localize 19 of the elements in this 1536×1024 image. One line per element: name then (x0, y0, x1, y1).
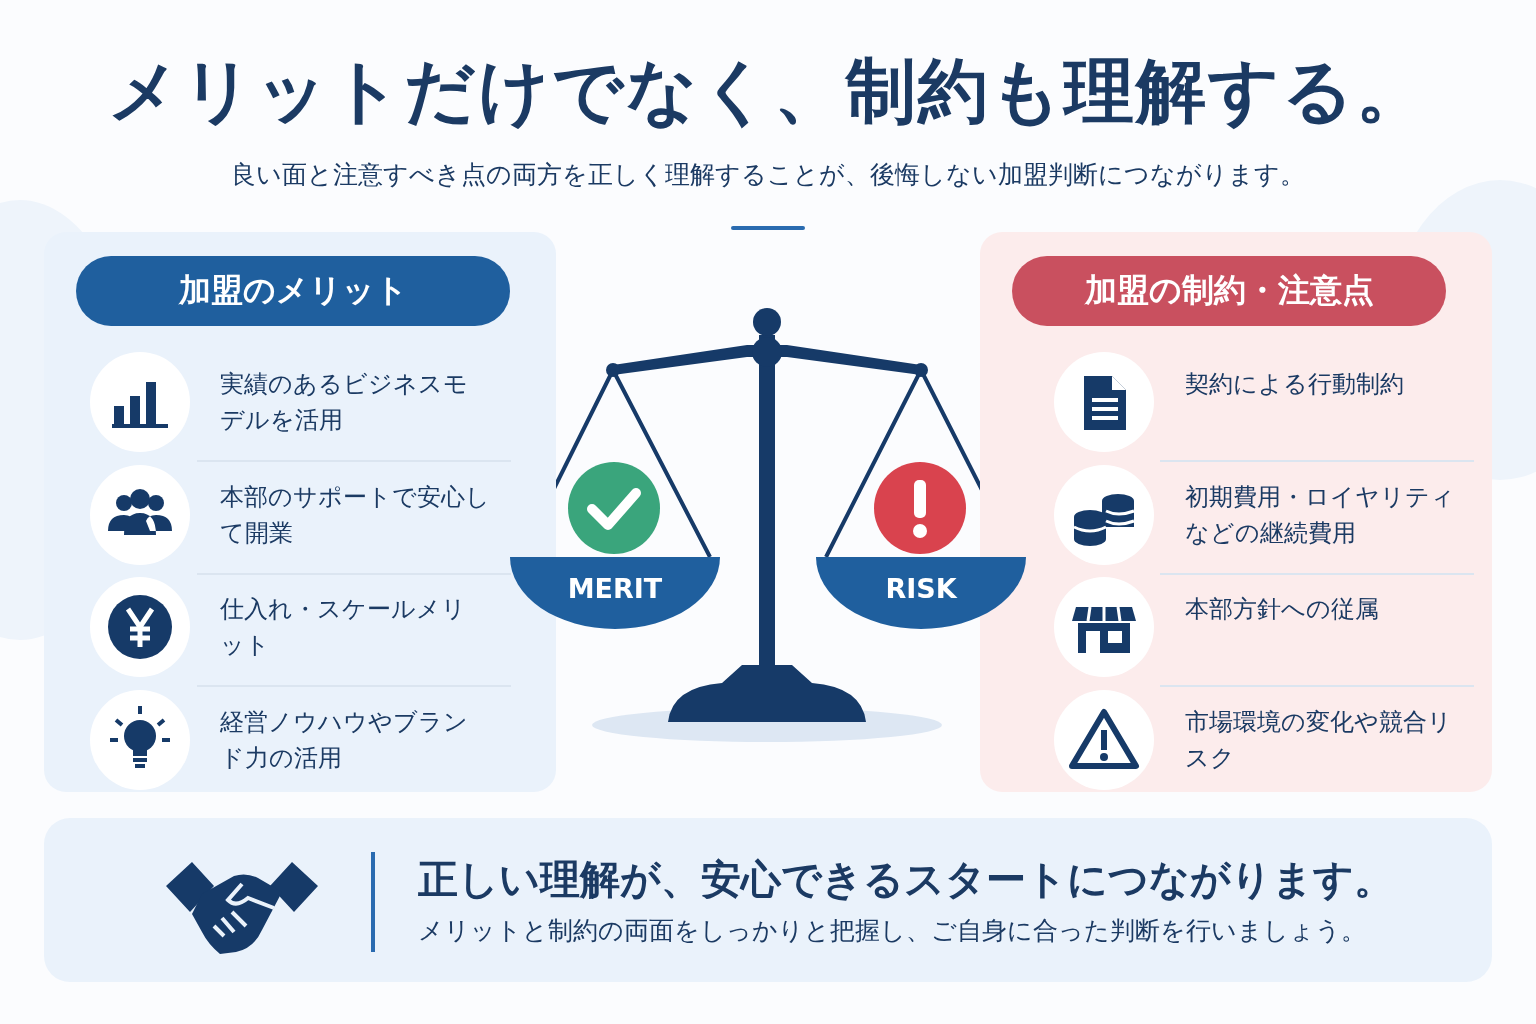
item-text: 市場環境の変化や競合リスク (1185, 707, 1453, 774)
item-text: 本部方針への従属 (1185, 594, 1380, 625)
title: メリットだけでなく、制約も理解する。 (107, 49, 1429, 134)
constraint-panel (980, 232, 1492, 792)
item-text: 契約による行動制約 (1185, 369, 1405, 400)
pan-label: RISK (884, 573, 958, 604)
section-heading: 加盟のメリット (76, 256, 510, 326)
item-text: 初期費用・ロイヤリティなどの継続費用 (1185, 482, 1456, 549)
item-text: 本部のサポートで安心して開業 (220, 482, 490, 549)
banner-heading: 正しい理解が、安心できるスタートにつながります。 (418, 855, 1394, 904)
banner-text: メリットと制約の両面をしっかりと把握し、ご自身に合った判断を行いましょう。 (418, 915, 1366, 947)
item-text: 経営ノウハウやブランド力の活用 (220, 707, 469, 774)
merit-panel (44, 232, 556, 792)
item-text: 実績のあるビジネスモデルを活用 (220, 369, 469, 436)
pan-label: MERIT (566, 573, 664, 604)
subtitle: 良い面と注意すべき点の両方を正しく理解することが、後悔しない加盟判断につながります。 (230, 159, 1306, 191)
section-heading: 加盟の制約・注意点 (1012, 256, 1446, 326)
item-text: 仕入れ・スケールメリット (220, 594, 467, 661)
summary-banner (44, 818, 1492, 982)
